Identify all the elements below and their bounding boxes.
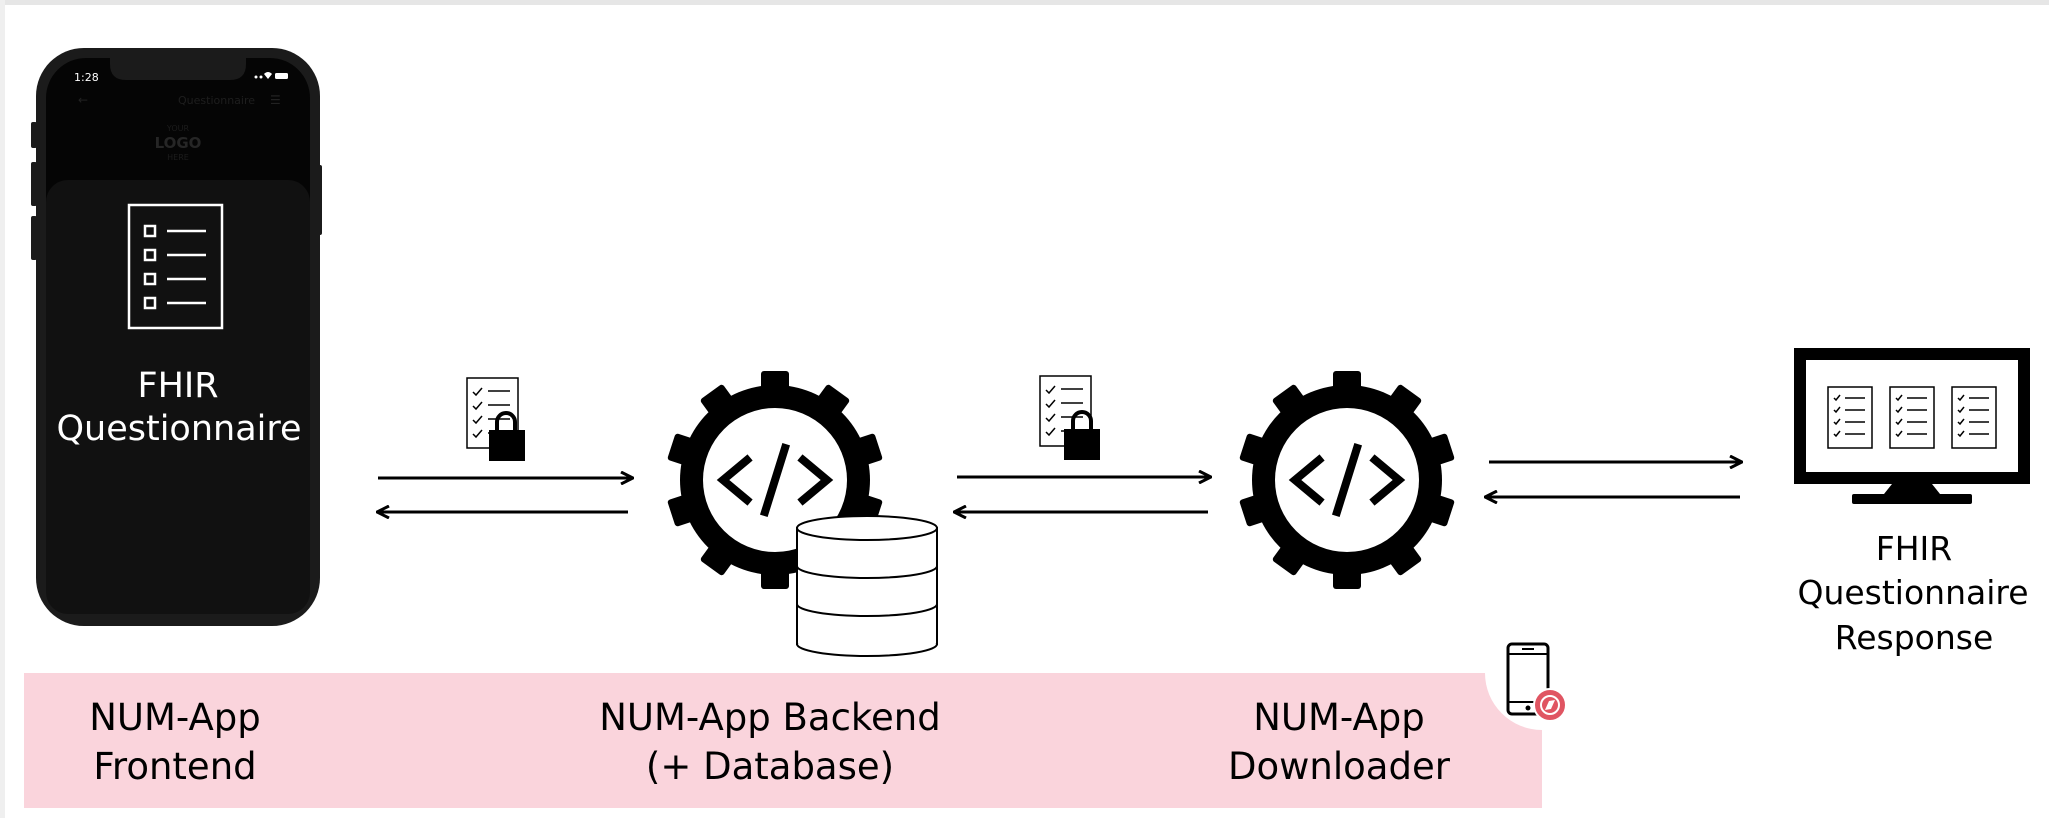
logo-line3: HERE bbox=[167, 153, 189, 162]
encrypted-document-icon-2 bbox=[1039, 375, 1100, 460]
phone-label-fhir: FHIR bbox=[137, 366, 218, 406]
response-label-questionnaire: Questionnaire bbox=[1797, 573, 2028, 612]
phone-header-title: Questionnaire bbox=[178, 94, 255, 107]
label-downloader-line2: Downloader bbox=[1228, 745, 1451, 788]
response-label-response: Response bbox=[1835, 618, 1994, 657]
phone-label-questionnaire: Questionnaire bbox=[56, 409, 301, 449]
label-frontend-line2: Frontend bbox=[93, 745, 256, 788]
label-frontend-line1: NUM-App bbox=[89, 696, 261, 739]
database-icon bbox=[796, 515, 938, 657]
menu-icon: ☰ bbox=[270, 93, 281, 107]
top-border bbox=[0, 0, 2049, 5]
phone-mockup bbox=[31, 48, 322, 626]
mobile-compass-icon bbox=[1506, 642, 1567, 722]
status-icons bbox=[254, 72, 288, 79]
logo-line1: YOUR bbox=[166, 124, 190, 133]
gear-code-icon-downloader bbox=[1239, 371, 1455, 589]
left-border bbox=[0, 0, 5, 818]
component-band bbox=[24, 673, 1542, 808]
arrow-icon-group bbox=[378, 462, 1741, 512]
monitor-icon bbox=[1794, 348, 2030, 504]
encrypted-document-icon-1 bbox=[466, 377, 525, 461]
status-time: 1:28 bbox=[74, 71, 99, 84]
label-downloader-line1: NUM-App bbox=[1253, 696, 1425, 739]
checklist-icon bbox=[127, 203, 224, 330]
response-label-fhir: FHIR bbox=[1876, 529, 1952, 568]
back-icon: ← bbox=[78, 93, 88, 107]
label-backend-line1: NUM-App Backend bbox=[599, 696, 940, 739]
label-backend-line2: (+ Database) bbox=[646, 745, 894, 788]
gear-code-icon-backend bbox=[667, 371, 883, 589]
logo-line2: LOGO bbox=[155, 134, 202, 152]
